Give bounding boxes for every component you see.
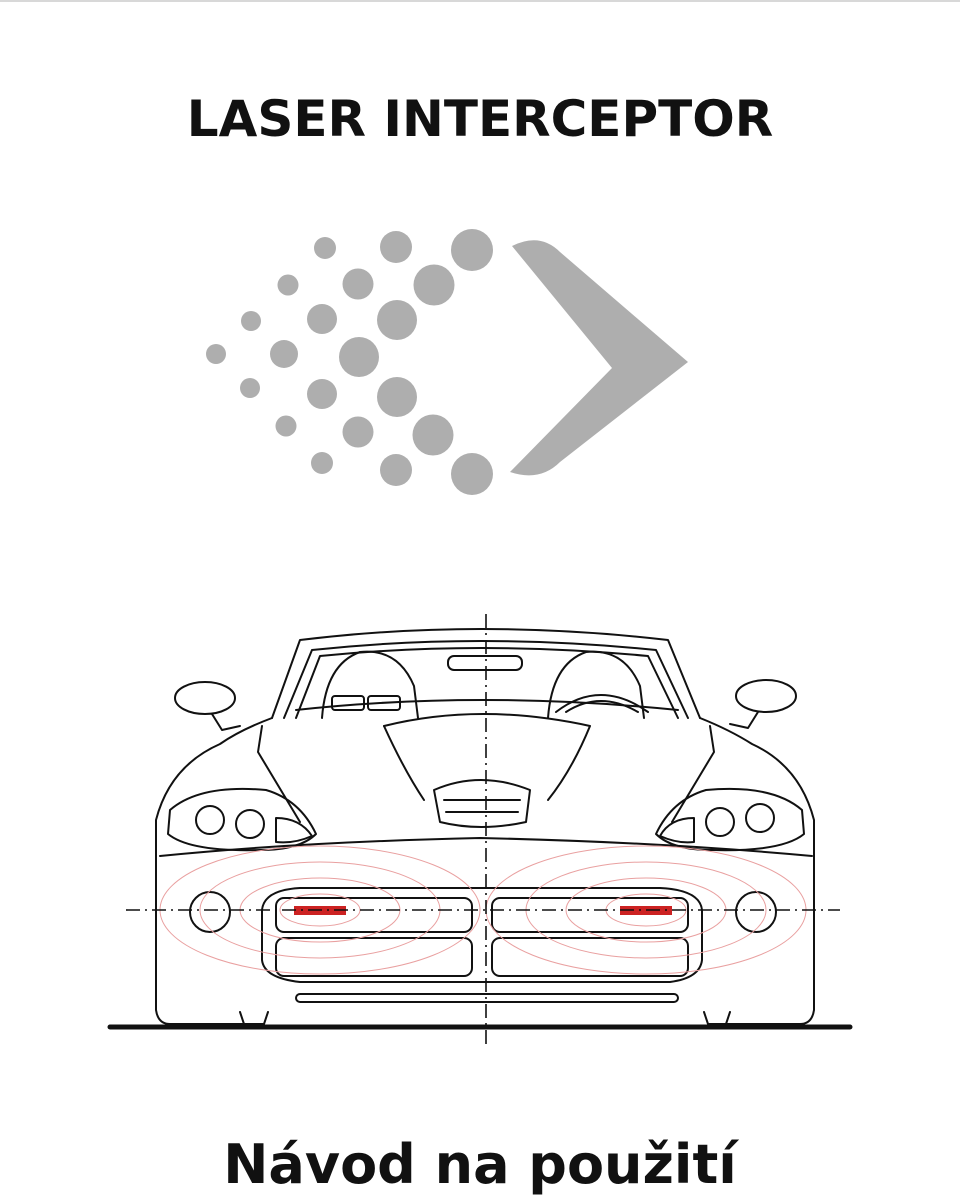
- right-headlight: [655, 787, 805, 852]
- logo-dots: [206, 229, 493, 495]
- document-title: LASER INTERCEPTOR: [186, 90, 774, 148]
- logo-chevron: [510, 240, 688, 476]
- grille: [261, 887, 703, 983]
- hood-scoop: [433, 779, 531, 828]
- top-rule: [0, 0, 960, 2]
- left-mirror: [174, 681, 236, 715]
- windshield-frame: [271, 628, 701, 719]
- document-subtitle: Návod na použití: [223, 1133, 737, 1196]
- right-mirror: [735, 679, 797, 713]
- left-headlight: [167, 787, 317, 852]
